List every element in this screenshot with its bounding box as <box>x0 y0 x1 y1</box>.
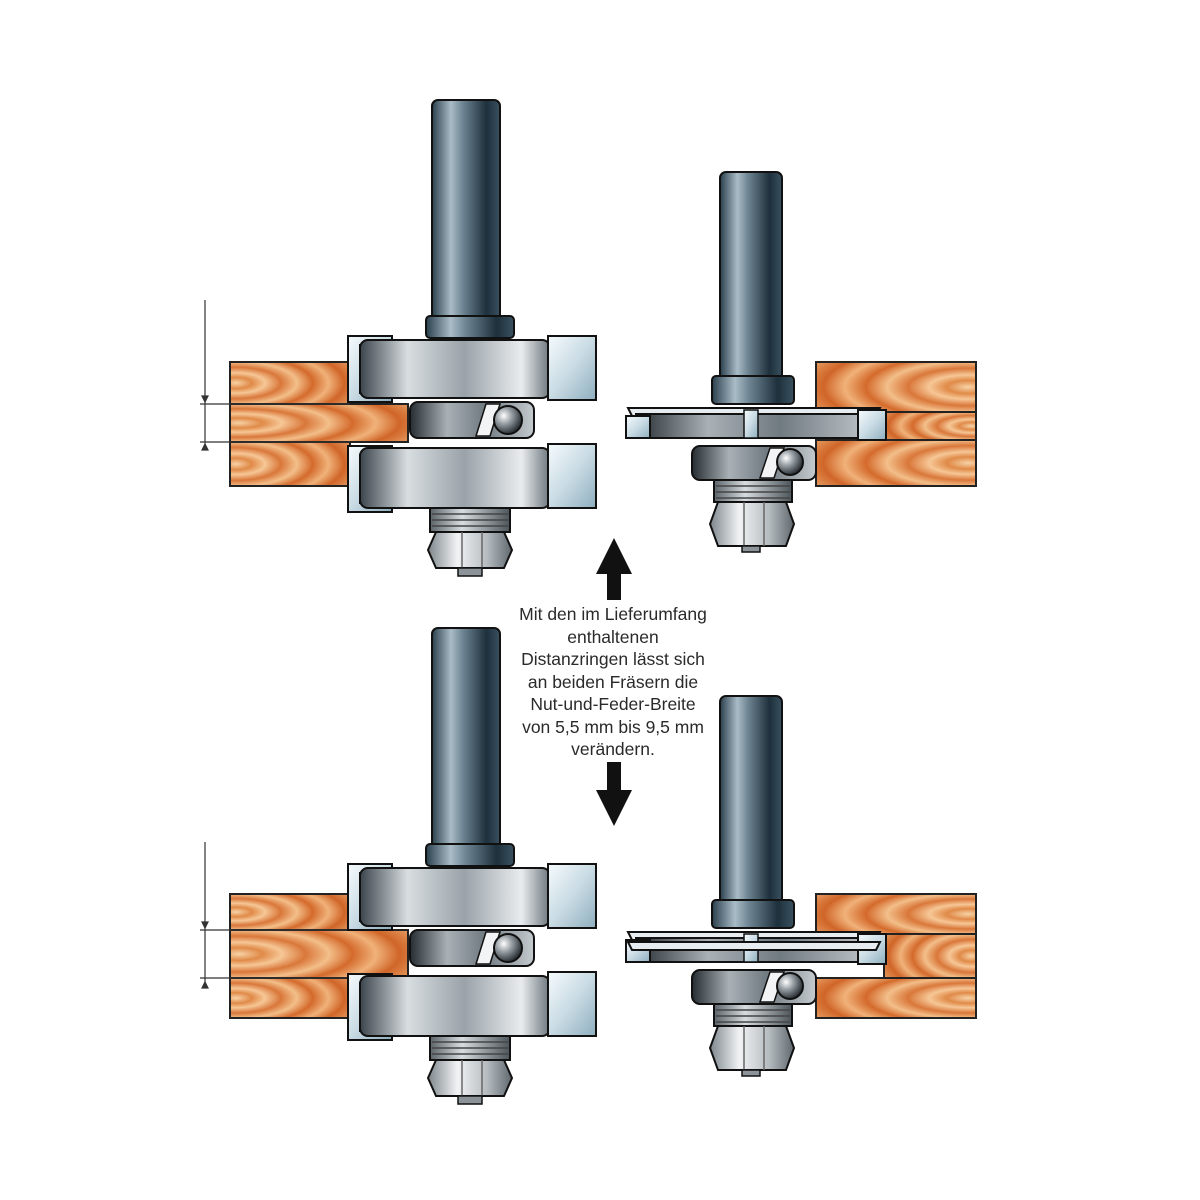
caption-line-4: an beiden Fräsern die <box>527 671 699 692</box>
top-right-workpiece <box>815 361 977 487</box>
bottom-slot-cutter-second-blade <box>626 941 882 951</box>
caption-line-2: enthaltenen <box>567 626 659 647</box>
bottom-dimension-marks <box>200 842 350 989</box>
caption-text: Mit den im Lieferumfang enthaltenen Dist… <box>500 603 726 761</box>
caption-line-3: Distanzringen lässt sich <box>521 649 705 669</box>
caption-line-5: Nut-und-Feder-Breite <box>530 694 696 714</box>
top-tongue-groove-cutter <box>347 99 597 577</box>
arrow-up-icon <box>596 538 632 600</box>
arrow-down-icon <box>596 762 632 826</box>
top-dimension-marks <box>200 300 350 451</box>
bottom-left-workpiece <box>229 893 409 1019</box>
caption-line-1: Mit den im Lieferumfang <box>519 604 707 624</box>
caption-line-7: verändern. <box>571 739 655 759</box>
bottom-right-workpiece <box>815 893 977 1019</box>
caption-line-6: von 5,5 mm bis 9,5 mm <box>522 716 704 737</box>
